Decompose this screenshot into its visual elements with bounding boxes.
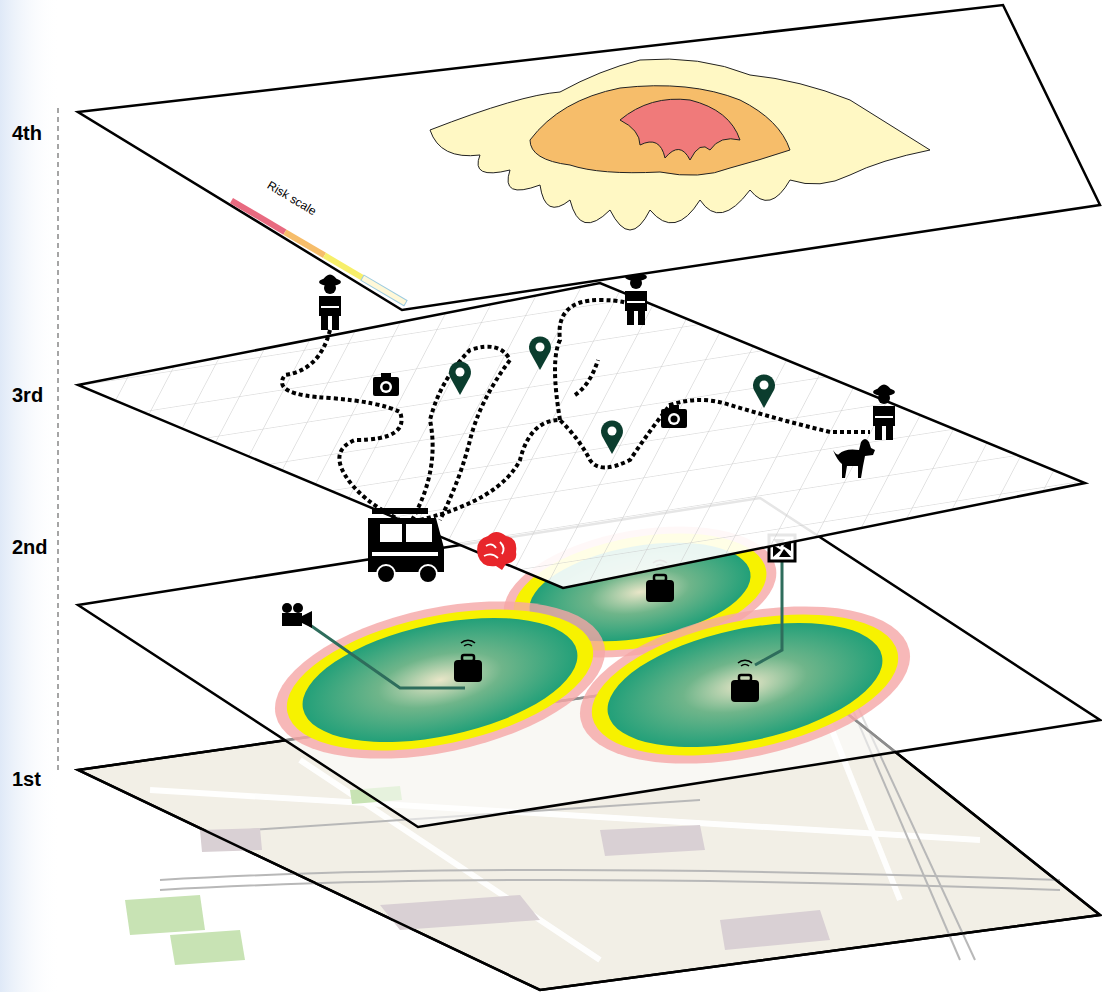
layer-number: 1st [12,768,41,791]
layer-number: 3rd [12,384,43,407]
layer-number: 4th [12,122,42,145]
layer-number: 2nd [12,536,48,559]
